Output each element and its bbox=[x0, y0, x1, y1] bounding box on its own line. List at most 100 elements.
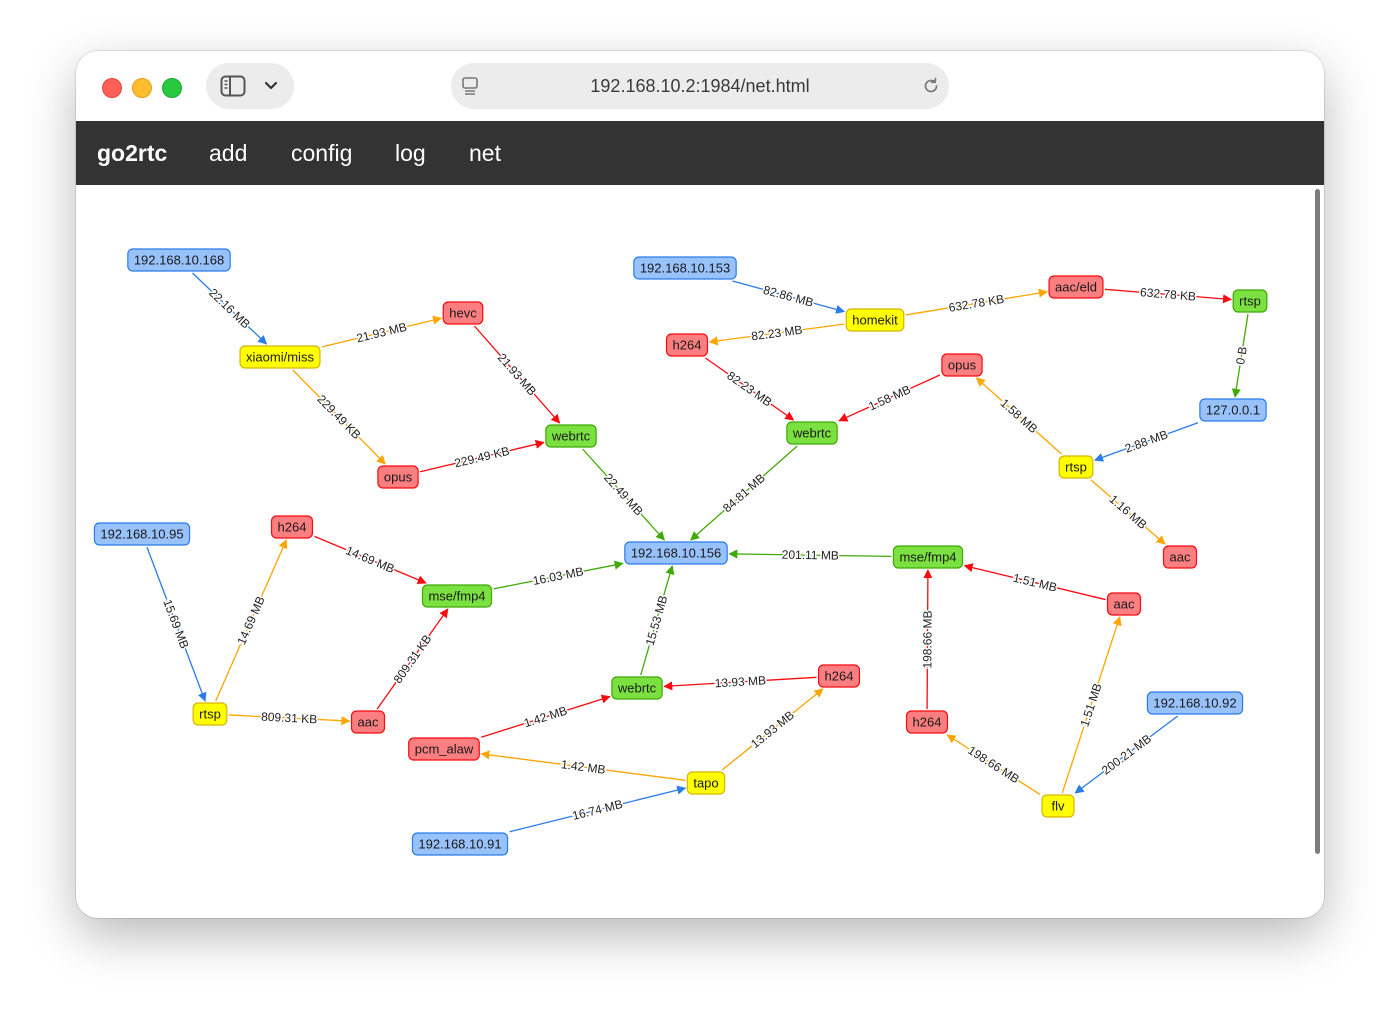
graph-edge[interactable] bbox=[146, 546, 207, 702]
graph-node-ip[interactable]: 192.168.10.92 bbox=[1146, 691, 1244, 715]
node-box[interactable] bbox=[442, 301, 484, 325]
node-box[interactable] bbox=[633, 256, 737, 280]
graph-edge[interactable] bbox=[923, 569, 933, 710]
graph-node-codec[interactable]: opus bbox=[377, 465, 419, 489]
graph-edge[interactable] bbox=[509, 785, 687, 833]
graph-node-producer[interactable]: flv bbox=[1041, 794, 1075, 818]
graph-edge[interactable] bbox=[1093, 422, 1199, 462]
node-box[interactable] bbox=[845, 308, 905, 332]
graph-node-consumer[interactable]: webrtc bbox=[786, 421, 838, 445]
node-box[interactable] bbox=[1058, 455, 1094, 479]
graph-node-codec[interactable]: aac bbox=[1162, 545, 1198, 569]
graph-node-ip[interactable]: 127.0.0.1 bbox=[1199, 398, 1267, 422]
node-box[interactable] bbox=[93, 522, 191, 546]
graph-edge[interactable] bbox=[1231, 313, 1249, 398]
graph-node-ip[interactable]: 192.168.10.91 bbox=[411, 832, 509, 856]
node-box[interactable] bbox=[1048, 275, 1104, 299]
node-box[interactable] bbox=[421, 584, 493, 608]
graph-edge[interactable] bbox=[376, 608, 449, 710]
node-box[interactable] bbox=[941, 353, 983, 377]
graph-edge[interactable] bbox=[721, 688, 824, 771]
graph-edge[interactable] bbox=[728, 549, 892, 559]
graph-node-consumer[interactable]: webrtc bbox=[545, 424, 597, 448]
graph-edge[interactable] bbox=[1074, 715, 1179, 794]
node-box[interactable] bbox=[1146, 691, 1244, 715]
graph-node-consumer[interactable]: mse/fmp4 bbox=[421, 584, 493, 608]
graph-edge[interactable] bbox=[480, 750, 686, 781]
node-box[interactable] bbox=[665, 333, 709, 357]
graph-node-producer[interactable]: rtsp bbox=[192, 702, 228, 726]
graph-edge[interactable] bbox=[708, 323, 845, 346]
brand-link[interactable]: go2rtc bbox=[97, 140, 168, 166]
nav-log[interactable]: log bbox=[395, 140, 426, 166]
graph-edge[interactable] bbox=[690, 445, 798, 541]
graph-edge[interactable] bbox=[732, 280, 846, 314]
node-box[interactable] bbox=[905, 710, 949, 734]
node-box[interactable] bbox=[1199, 398, 1267, 422]
graph-node-codec[interactable]: aac/eld bbox=[1048, 275, 1104, 299]
node-box[interactable] bbox=[817, 664, 861, 688]
node-box[interactable] bbox=[545, 424, 597, 448]
graph-edge[interactable] bbox=[473, 325, 561, 424]
graph-node-producer[interactable]: xiaomi/miss bbox=[239, 345, 321, 369]
graph-edge[interactable] bbox=[582, 448, 665, 541]
node-box[interactable] bbox=[1106, 592, 1142, 616]
graph-edge[interactable] bbox=[975, 377, 1062, 455]
node-box[interactable] bbox=[127, 248, 231, 272]
graph-edge[interactable] bbox=[215, 539, 288, 702]
graph-node-codec[interactable]: h264 bbox=[665, 333, 709, 357]
node-box[interactable] bbox=[1232, 289, 1268, 313]
graph-edge[interactable] bbox=[1061, 616, 1122, 794]
node-box[interactable] bbox=[239, 345, 321, 369]
nav-net[interactable]: net bbox=[469, 140, 501, 166]
graph-edge[interactable] bbox=[292, 369, 386, 465]
graph-node-ip[interactable]: 192.168.10.156 bbox=[624, 541, 728, 565]
graph-edge[interactable] bbox=[481, 694, 611, 738]
graph-edge[interactable] bbox=[321, 315, 443, 348]
graph-node-codec[interactable]: aac bbox=[350, 710, 386, 734]
node-box[interactable] bbox=[192, 702, 228, 726]
graph-edge[interactable] bbox=[419, 439, 545, 473]
graph-node-codec[interactable]: pcm_alaw bbox=[408, 737, 480, 761]
node-box[interactable] bbox=[408, 737, 480, 761]
node-box[interactable] bbox=[686, 771, 726, 795]
sidebar-toggle-button[interactable] bbox=[206, 63, 294, 109]
vertical-scrollbar[interactable] bbox=[1315, 189, 1320, 854]
graph-edge[interactable] bbox=[663, 676, 817, 691]
graph-node-ip[interactable]: 192.168.10.168 bbox=[127, 248, 231, 272]
graph-edge[interactable] bbox=[228, 714, 351, 726]
graph-node-codec[interactable]: aac bbox=[1106, 592, 1142, 616]
graph-node-ip[interactable]: 192.168.10.153 bbox=[633, 256, 737, 280]
graph-node-consumer[interactable]: rtsp bbox=[1232, 289, 1268, 313]
graph-node-ip[interactable]: 192.168.10.95 bbox=[93, 522, 191, 546]
graph-edge[interactable] bbox=[946, 734, 1041, 796]
address-bar[interactable]: 192.168.10.2:1984/net.html bbox=[451, 63, 949, 109]
graph-node-codec[interactable]: h264 bbox=[817, 664, 861, 688]
node-box[interactable] bbox=[270, 515, 314, 539]
zoom-window-button[interactable] bbox=[162, 78, 182, 98]
graph-edge[interactable] bbox=[493, 560, 624, 590]
node-box[interactable] bbox=[350, 710, 386, 734]
graph-edge[interactable] bbox=[1104, 288, 1233, 304]
graph-node-consumer[interactable]: webrtc bbox=[611, 676, 663, 700]
minimize-window-button[interactable] bbox=[132, 78, 152, 98]
nav-add[interactable]: add bbox=[209, 140, 248, 166]
node-box[interactable] bbox=[1041, 794, 1075, 818]
graph-edge[interactable] bbox=[640, 565, 675, 676]
graph-edge[interactable] bbox=[192, 272, 268, 345]
node-box[interactable] bbox=[611, 676, 663, 700]
graph-node-codec[interactable]: hevc bbox=[442, 301, 484, 325]
close-window-button[interactable] bbox=[102, 78, 122, 98]
graph-node-codec[interactable]: h264 bbox=[905, 710, 949, 734]
node-box[interactable] bbox=[377, 465, 419, 489]
reload-icon[interactable] bbox=[921, 76, 941, 96]
graph-edge[interactable] bbox=[963, 563, 1106, 601]
graph-node-producer[interactable]: homekit bbox=[845, 308, 905, 332]
node-box[interactable] bbox=[624, 541, 728, 565]
nav-config[interactable]: config bbox=[291, 140, 353, 166]
graph-node-producer[interactable]: tapo bbox=[686, 771, 726, 795]
node-box[interactable] bbox=[1162, 545, 1198, 569]
graph-node-consumer[interactable]: mse/fmp4 bbox=[892, 545, 964, 569]
